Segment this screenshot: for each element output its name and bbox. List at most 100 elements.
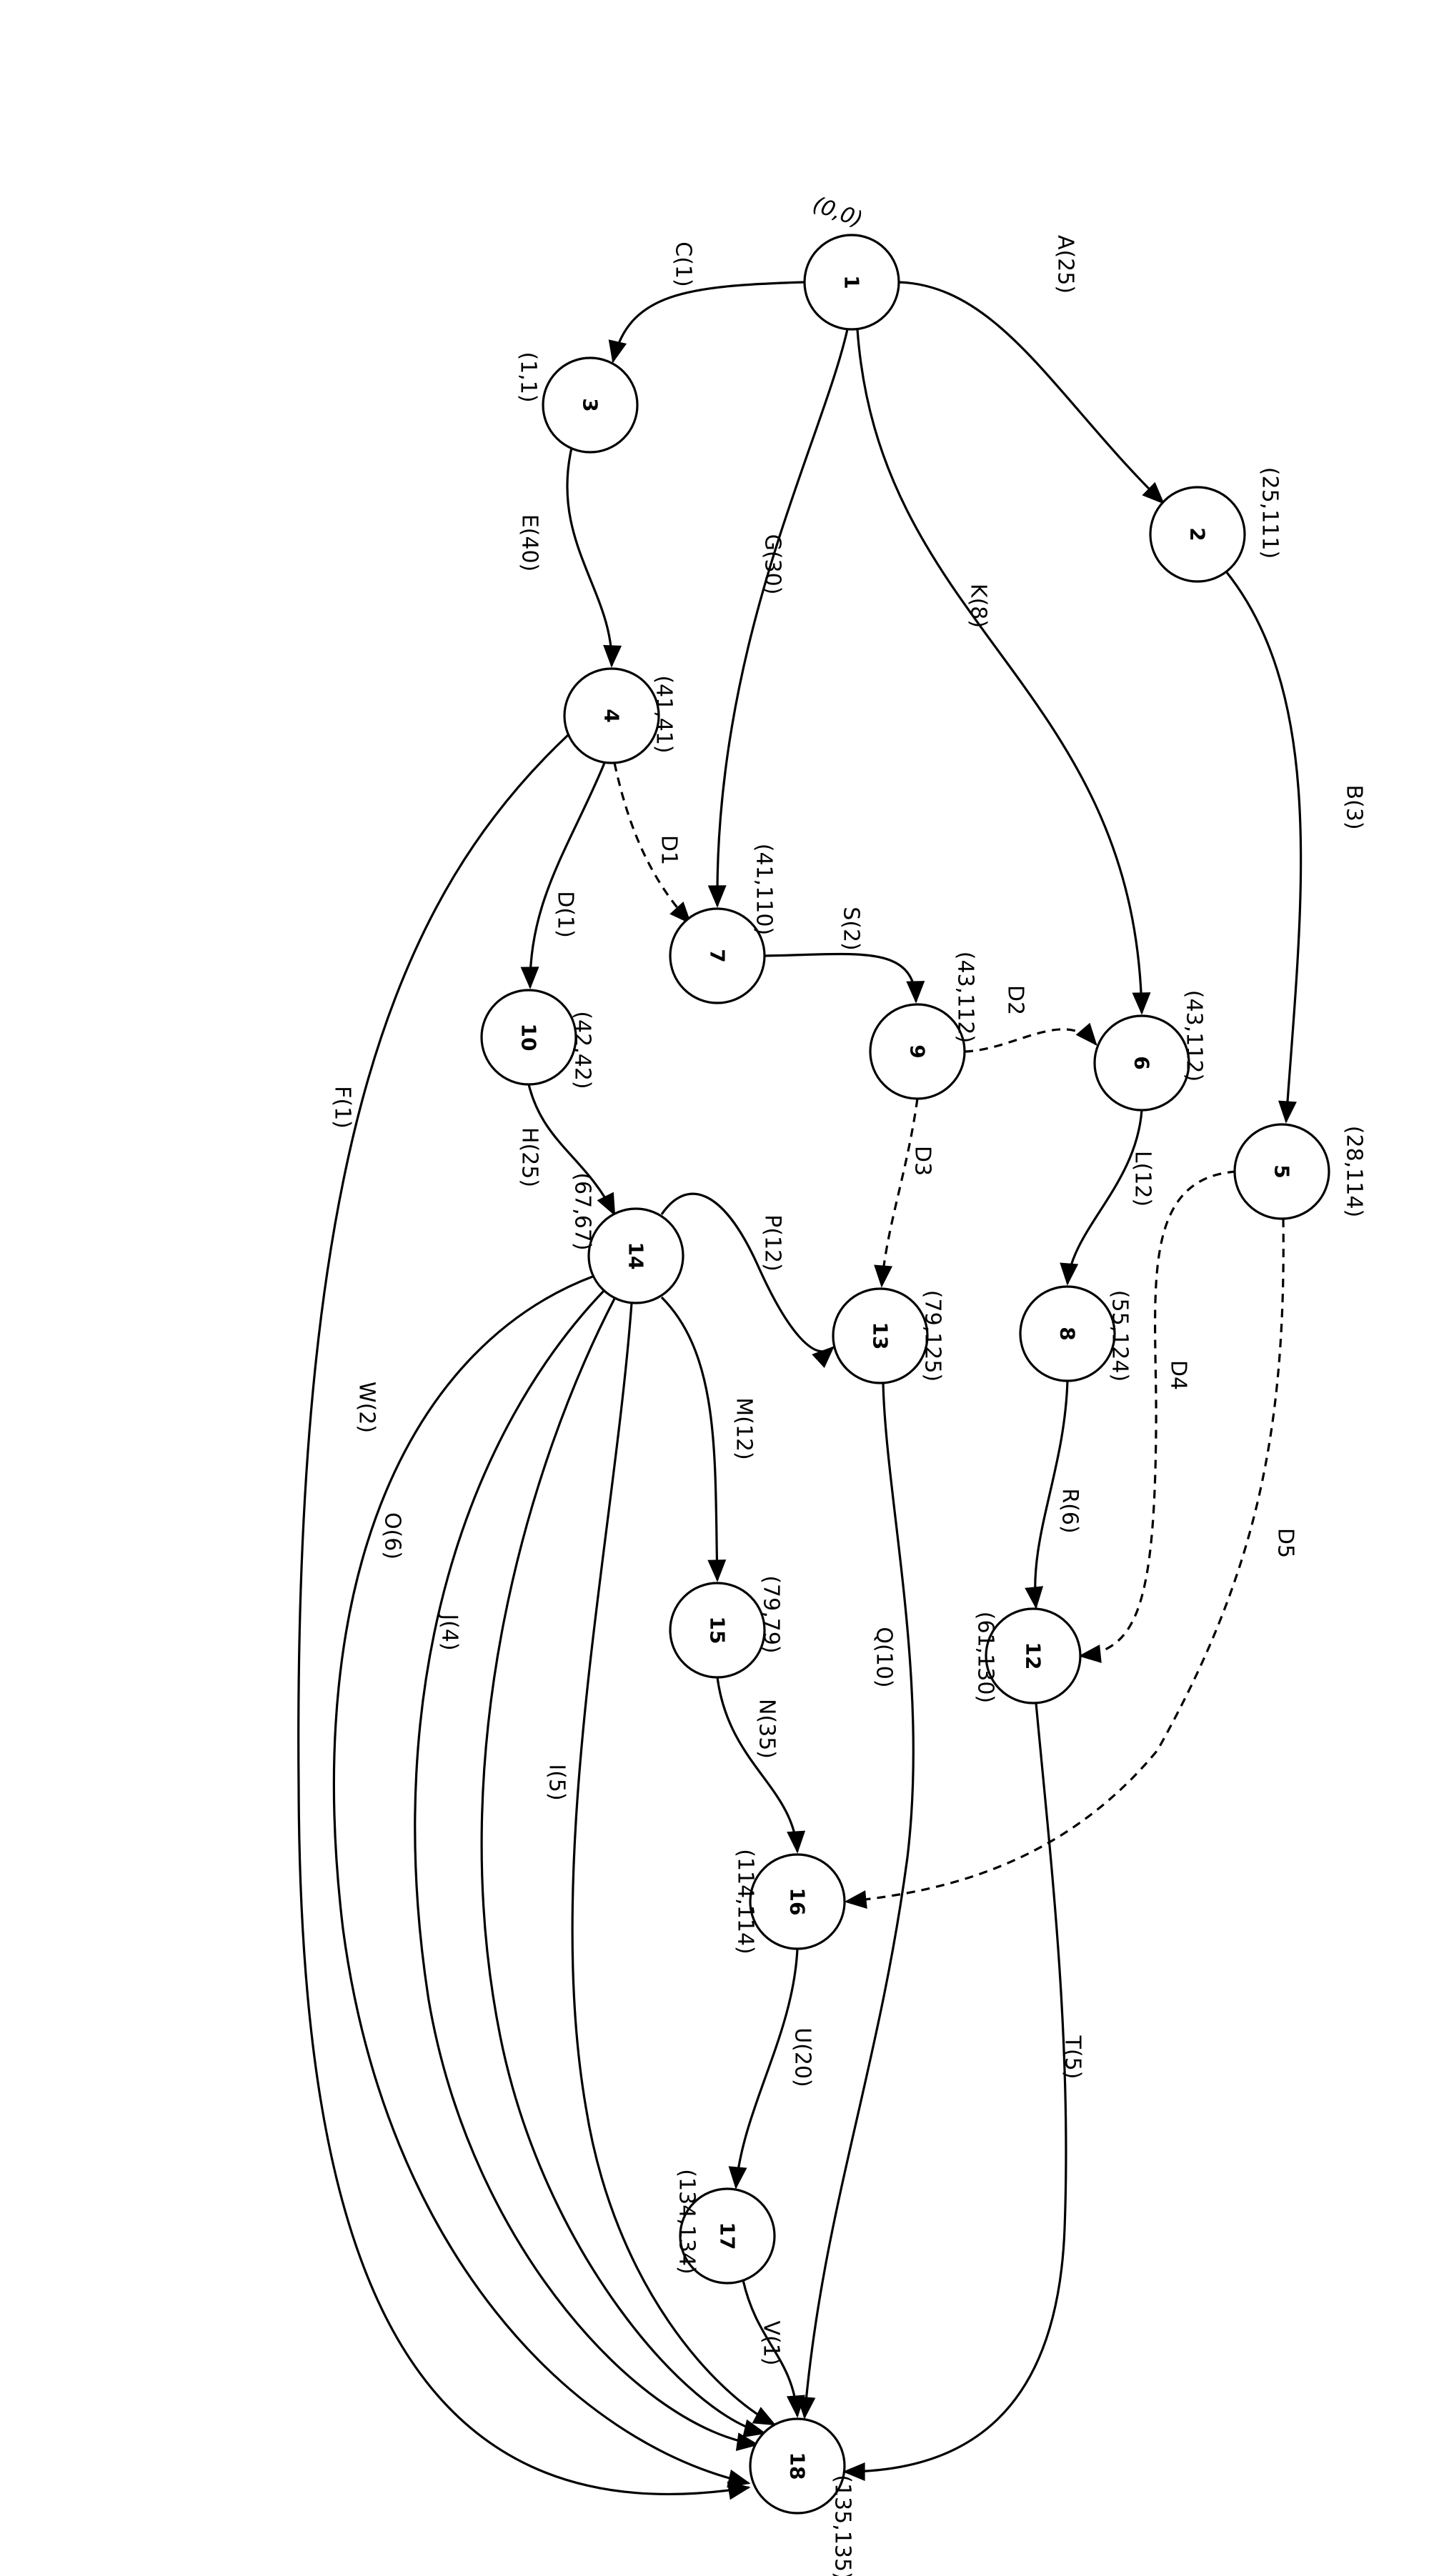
edge-m: [660, 1296, 727, 1582]
node-label: 1: [840, 275, 864, 289]
node-label: 9: [906, 1044, 930, 1058]
edge-d3: [874, 1098, 919, 1288]
node-label: 17: [716, 2222, 740, 2250]
edge-b: [1225, 571, 1303, 1124]
node-label: 7: [706, 949, 730, 962]
edge-label-b: B(3): [1342, 784, 1367, 829]
edge-h: [527, 1084, 616, 1217]
edge-c: [608, 281, 805, 364]
edge-v: [742, 2280, 805, 2418]
node-circle: [749, 1853, 846, 1950]
node-time-label: (61,130): [973, 1612, 998, 1703]
edge-label-f: F(1): [330, 1086, 355, 1129]
node-circle: [749, 2417, 846, 2515]
edge-label-c: C(1): [671, 241, 696, 286]
edge-f: [297, 733, 751, 2500]
edge-a: [898, 281, 1165, 504]
node-time-label: (43,112): [953, 952, 978, 1043]
node-12: 12 (61,130): [973, 1607, 1082, 1704]
edge-label-d4: D4: [1166, 1360, 1191, 1390]
node-circle: [480, 989, 577, 1086]
edge-label-m: M(12): [732, 1397, 757, 1459]
edge-label-g: G(30): [760, 534, 785, 595]
node-1: 1 (0,0): [803, 191, 900, 331]
node-2: 2 (25,111): [1149, 467, 1283, 583]
edge-o: [414, 1289, 760, 2451]
node-circle: [669, 907, 766, 1004]
edge-label-u: U(20): [790, 2027, 815, 2087]
node-10: 10 (42,42): [480, 989, 595, 1089]
edge-label-r: R(6): [1057, 1488, 1082, 1533]
edge-d4: [1078, 1170, 1237, 1663]
node-circle: [587, 1207, 684, 1304]
node-time-label: (28,114): [1342, 1126, 1367, 1217]
node-time-label: (79,79): [759, 1575, 784, 1653]
node-13: 13(79,125): [832, 1287, 945, 1384]
node-label: 2: [1186, 527, 1210, 541]
node-time-label: (1,1): [516, 351, 541, 402]
edge-label-t: T(5): [1060, 2035, 1085, 2080]
edge-label-i: I(5): [544, 1764, 569, 1800]
edge-label-d: D(1): [553, 891, 578, 938]
node-circle: [563, 667, 660, 764]
edge-label-d5: D5: [1273, 1528, 1298, 1558]
edge-q: [797, 1382, 915, 2420]
edge-l: [1060, 1109, 1143, 1286]
edge-label-d3: D3: [910, 1146, 935, 1176]
edge-p: [660, 1192, 835, 1368]
node-label: 6: [1130, 1056, 1154, 1069]
node-7: 7 (41,110): [669, 844, 777, 1004]
node-label: 3: [579, 398, 602, 411]
edge-i: [571, 1302, 777, 2426]
edge-label-d1: D1: [657, 835, 682, 865]
node-time-label: (41,110): [752, 844, 777, 935]
edge-labels-layer: A(25)C(1)G(30)K(8)B(3)E(40)D1D(1)F(1)S(2…: [330, 235, 1367, 2366]
node-label: 14: [624, 1242, 648, 1270]
edge-label-v: V(1): [759, 2320, 784, 2365]
edge-label-p: P(12): [760, 1214, 785, 1272]
edge-label-w: W(2): [354, 1382, 379, 1433]
node-circle: [679, 2187, 776, 2285]
node-label: 10: [517, 1024, 541, 1052]
node-label: 8: [1056, 1327, 1080, 1340]
edge-g: [707, 329, 849, 908]
edge-s: [764, 952, 925, 1004]
edge-label-h: H(25): [517, 1127, 542, 1187]
node-circle: [542, 356, 639, 454]
edge-d: [520, 762, 606, 989]
edge-d1: [613, 762, 692, 924]
node-6: 6(43,112): [1093, 990, 1207, 1112]
edge-label-j: J(4): [437, 1612, 462, 1650]
edge-label-o: O(6): [380, 1512, 405, 1559]
edge-k: [856, 329, 1151, 1015]
node-circle: [1233, 1123, 1330, 1220]
node-8: 8 (55,124): [1019, 1285, 1132, 1382]
node-4: 4(41,41): [563, 667, 677, 764]
edge-label-d2: D2: [1003, 985, 1028, 1015]
edge-n: [716, 1677, 806, 1854]
node-14: 14(67,67): [570, 1172, 684, 1304]
node-5: 5 (28,114): [1233, 1123, 1367, 1220]
node-17: 17 (134,134): [674, 2169, 776, 2285]
node-label: 5: [1270, 1164, 1294, 1178]
edge-t: [842, 1702, 1067, 2481]
edge-u: [728, 1948, 799, 2190]
edge-r: [1025, 1380, 1069, 1609]
node-time-label: (25,111): [1258, 467, 1283, 559]
edge-label-l: L(12): [1130, 1151, 1155, 1207]
node-time-label: (42,42): [570, 1011, 595, 1089]
edge-label-k: K(8): [966, 584, 991, 628]
node-time-label: (0,0): [810, 191, 866, 232]
node-time-label: (55,124): [1107, 1290, 1132, 1382]
node-label: 12: [1022, 1642, 1045, 1670]
edge-label-n: N(35): [755, 1699, 780, 1759]
node-time-label: (79,125): [920, 1290, 945, 1382]
node-time-label: (114,114): [733, 1849, 758, 1954]
nodes-layer: 1(0,0)2(25,111)3(1,1)4(41,41)5(28,114)6(…: [480, 191, 1367, 2576]
edge-label-e: E(40): [517, 514, 542, 572]
edge-d2: [964, 1022, 1097, 1053]
node-time-label: (134,134): [674, 2169, 699, 2274]
edge-label-s: S(2): [839, 907, 864, 951]
node-circle: [1093, 1014, 1190, 1112]
